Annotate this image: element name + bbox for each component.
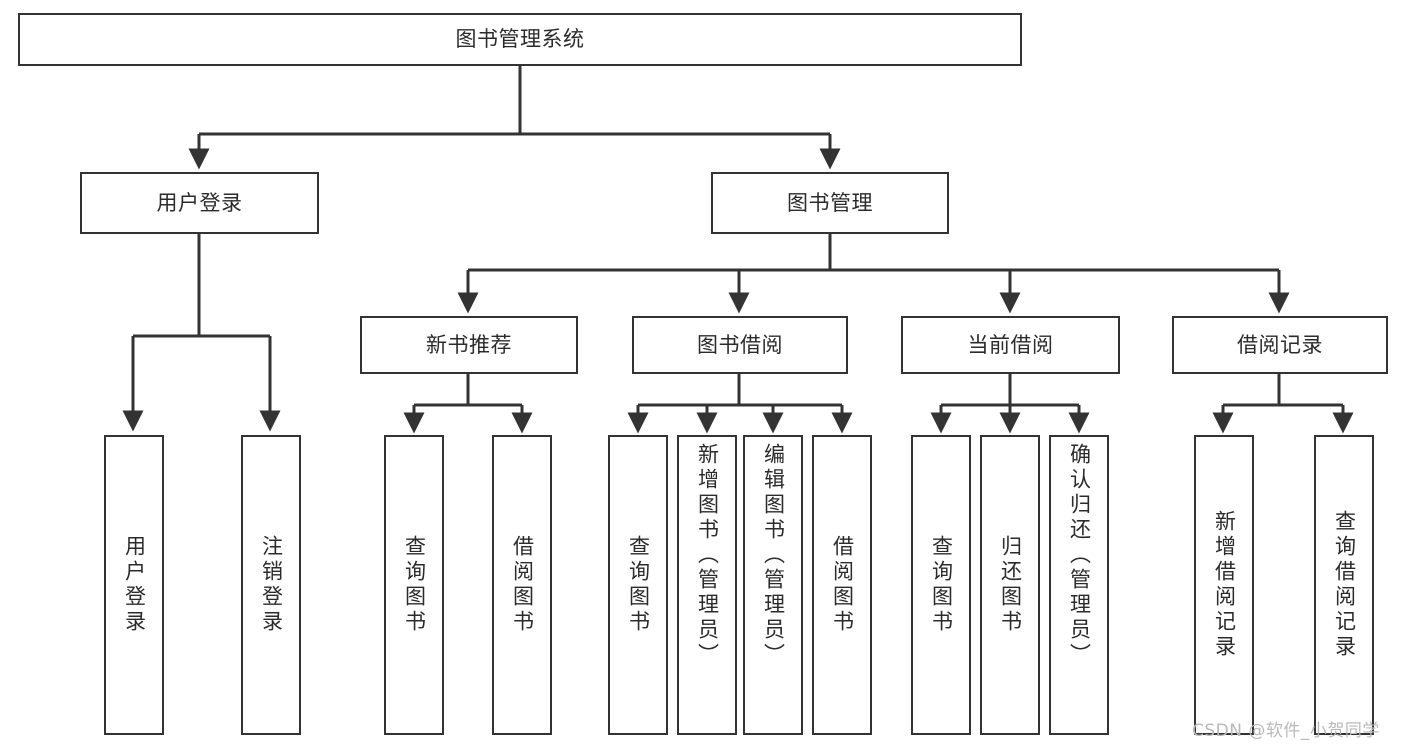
node-borrow-record[interactable]: 借阅记录: [1172, 316, 1388, 374]
node-leaf-return-book-label: 归还图书: [998, 535, 1023, 635]
node-root[interactable]: 图书管理系统: [18, 13, 1022, 66]
node-current-borrow-label: 当前借阅: [967, 332, 1054, 357]
node-leaf-add-book-label: 新增图书（管理员）: [695, 443, 720, 668]
node-leaf-borrow-book-2[interactable]: 借阅图书: [812, 435, 872, 735]
node-leaf-query-book-1-label: 查询图书: [402, 535, 427, 635]
node-book-management-label: 图书管理: [787, 190, 873, 215]
node-leaf-confirm-return-label: 确认归还（管理员）: [1067, 443, 1092, 668]
node-leaf-borrow-book-1-label: 借阅图书: [510, 535, 535, 635]
node-new-book-recommend[interactable]: 新书推荐: [360, 316, 578, 374]
node-root-label: 图书管理系统: [455, 27, 585, 52]
node-leaf-user-login[interactable]: 用户登录: [104, 435, 164, 735]
node-leaf-query-record-label: 查询借阅记录: [1332, 510, 1357, 660]
node-new-book-recommend-label: 新书推荐: [426, 332, 512, 357]
node-leaf-add-record-label: 新增借阅记录: [1212, 510, 1237, 660]
node-leaf-user-login-label: 用户登录: [122, 535, 147, 635]
node-leaf-logout[interactable]: 注销登录: [241, 435, 301, 735]
watermark: CSDN @软件_小贺同学: [1192, 721, 1380, 741]
node-leaf-query-book-1[interactable]: 查询图书: [384, 435, 444, 735]
node-leaf-edit-book[interactable]: 编辑图书（管理员）: [743, 435, 803, 735]
node-leaf-borrow-book-2-label: 借阅图书: [830, 535, 855, 635]
node-user-login-label: 用户登录: [156, 190, 243, 215]
node-leaf-query-book-2[interactable]: 查询图书: [608, 435, 668, 735]
node-book-borrow[interactable]: 图书借阅: [632, 316, 848, 374]
node-leaf-logout-label: 注销登录: [259, 535, 284, 635]
node-leaf-confirm-return[interactable]: 确认归还（管理员）: [1049, 435, 1109, 735]
node-user-login[interactable]: 用户登录: [80, 172, 319, 234]
node-leaf-query-record[interactable]: 查询借阅记录: [1314, 435, 1374, 735]
node-book-borrow-label: 图书借阅: [697, 332, 783, 357]
node-borrow-record-label: 借阅记录: [1237, 332, 1323, 357]
node-leaf-borrow-book-1[interactable]: 借阅图书: [492, 435, 552, 735]
node-leaf-query-book-2-label: 查询图书: [626, 535, 651, 635]
node-book-management[interactable]: 图书管理: [711, 172, 949, 234]
node-current-borrow[interactable]: 当前借阅: [901, 316, 1120, 374]
node-leaf-add-record[interactable]: 新增借阅记录: [1194, 435, 1254, 735]
node-leaf-add-book[interactable]: 新增图书（管理员）: [677, 435, 737, 735]
node-leaf-query-book-3[interactable]: 查询图书: [911, 435, 971, 735]
node-leaf-query-book-3-label: 查询图书: [929, 535, 954, 635]
node-leaf-return-book[interactable]: 归还图书: [980, 435, 1040, 735]
node-leaf-edit-book-label: 编辑图书（管理员）: [761, 443, 786, 668]
